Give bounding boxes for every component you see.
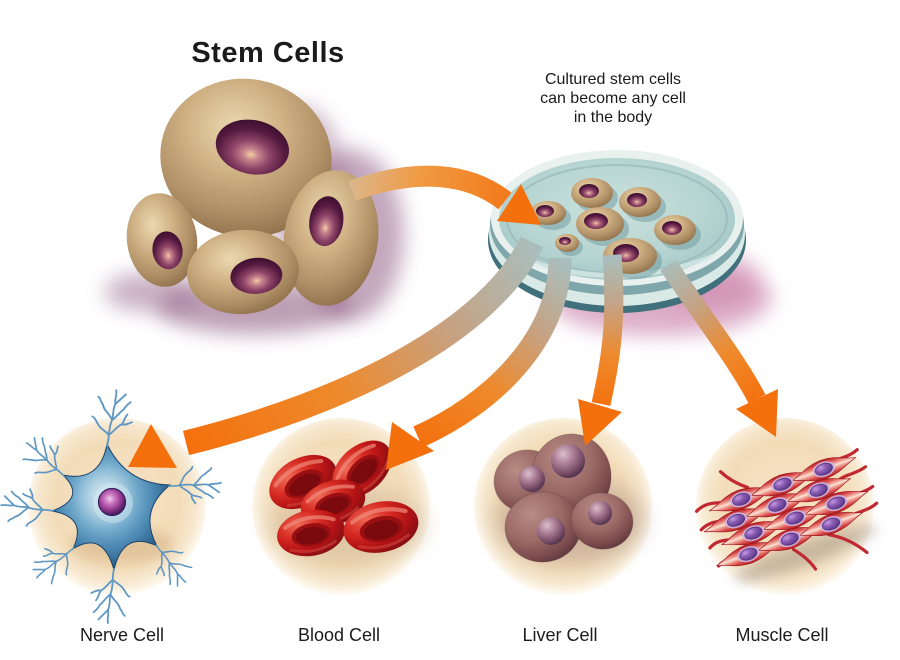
page-title: Stem Cells bbox=[191, 37, 344, 69]
stem-cell-cluster-illustration bbox=[104, 78, 404, 334]
stem-cell-bottom bbox=[187, 229, 299, 315]
cultured-cell bbox=[571, 178, 618, 213]
liver-nucleus bbox=[551, 444, 585, 478]
stem-cell-large bbox=[160, 78, 332, 238]
liver-cell-illustration bbox=[474, 418, 652, 596]
caption-line-1: Cultured stem cells bbox=[545, 71, 681, 88]
caption-line-2: can become any cell bbox=[540, 90, 686, 107]
arrow-dish-to-nerve-cell bbox=[128, 236, 544, 468]
blood-cell-label: Blood Cell bbox=[298, 625, 380, 645]
neuron-nucleus bbox=[97, 487, 127, 517]
arrow-dish-to-liver-cell bbox=[578, 254, 624, 446]
blood-cell-illustration bbox=[252, 418, 430, 596]
cultured-cells bbox=[530, 178, 701, 279]
muscle-fiber-sheet bbox=[694, 448, 879, 582]
caption-line-3: in the body bbox=[574, 109, 652, 126]
cultured-cell bbox=[555, 234, 583, 256]
arrow-dish-to-blood-cell bbox=[386, 257, 572, 470]
liver-cell-label: Liver Cell bbox=[522, 625, 597, 645]
muscle-cell-label: Muscle Cell bbox=[735, 625, 828, 645]
cultured-cell bbox=[576, 207, 629, 246]
cultured-cell bbox=[530, 201, 571, 230]
liver-nucleus bbox=[519, 466, 545, 492]
stem-cell-right bbox=[283, 170, 379, 306]
liver-nucleus bbox=[588, 501, 612, 525]
stem-cell-left bbox=[126, 193, 198, 287]
arrow-dish-to-muscle-cell bbox=[660, 259, 778, 437]
arrow-stem-to-dish bbox=[348, 165, 541, 225]
cultured-cell bbox=[654, 215, 701, 250]
muscle-cell-illustration bbox=[694, 418, 879, 596]
nerve-cell-illustration bbox=[0, 388, 225, 624]
nerve-cell-label: Nerve Cell bbox=[80, 625, 164, 645]
caption: Cultured stem cells can become any cell … bbox=[540, 71, 686, 126]
liver-nucleus bbox=[537, 517, 565, 545]
cultured-cell bbox=[619, 187, 666, 222]
